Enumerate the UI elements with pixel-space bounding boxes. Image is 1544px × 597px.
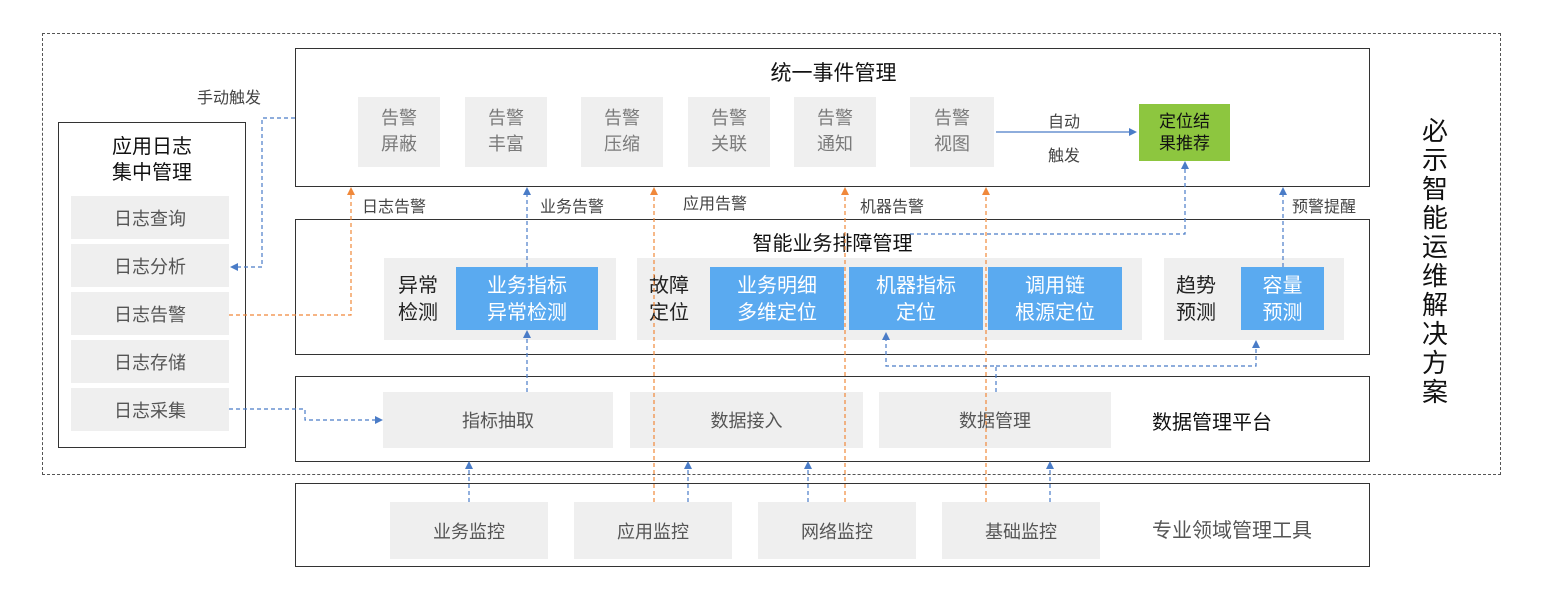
event-management-title: 统一事件管理 xyxy=(770,61,897,85)
troubleshoot-title: 智能业务排障管理 xyxy=(752,231,913,255)
auto-label: 自动 xyxy=(1048,112,1081,131)
biz-monitor-block[interactable]: 业务监控 xyxy=(390,502,548,559)
log-alert-item[interactable]: 日志告警 xyxy=(71,292,229,335)
call-chain-root-block[interactable]: 调用链 根源定位 xyxy=(988,267,1122,330)
data-manage-block[interactable]: 数据管理 xyxy=(879,392,1111,448)
log-collect-line xyxy=(229,408,383,424)
network-monitor-block[interactable]: 网络监控 xyxy=(758,502,916,559)
log-storage-item[interactable]: 日志存储 xyxy=(71,340,229,383)
log-collect-item[interactable]: 日志采集 xyxy=(71,388,229,431)
locate-result-recommend-block[interactable]: 定位结 果推荐 xyxy=(1139,104,1230,161)
log-alert-line xyxy=(229,187,355,316)
data-platform-title: 数据管理平台 xyxy=(1152,410,1272,434)
machine-alert-label: 机器告警 xyxy=(860,197,925,216)
log-alert-label: 日志告警 xyxy=(362,197,427,216)
early-warning-label: 预警提醒 xyxy=(1292,197,1357,216)
capacity-forecast-block[interactable]: 容量 预测 xyxy=(1241,267,1324,330)
log-analysis-item[interactable]: 日志分析 xyxy=(71,244,229,287)
manual-trigger-label: 手动触发 xyxy=(197,88,262,107)
solution-frame xyxy=(42,33,1501,475)
solution-title: 必示智能运维解决方案 xyxy=(1421,117,1448,408)
data-to-capacity-line xyxy=(996,340,1260,367)
log-management-title: 应用日志 集中管理 xyxy=(112,134,192,184)
app-alert-label: 应用告警 xyxy=(683,194,748,213)
alert-view-block[interactable]: 告警 视图 xyxy=(910,97,994,167)
alert-notify-block[interactable]: 告警 通知 xyxy=(794,97,876,167)
biz-metric-anomaly-block[interactable]: 业务指标 异常检测 xyxy=(456,267,598,330)
manual-trigger-line xyxy=(230,117,295,271)
infra-monitor-block[interactable]: 基础监控 xyxy=(942,502,1100,559)
trigger-label: 触发 xyxy=(1048,146,1081,165)
anomaly-detection-label: 异常 检测 xyxy=(398,273,438,324)
alert-mask-block[interactable]: 告警 屏蔽 xyxy=(358,97,440,167)
log-query-item[interactable]: 日志查询 xyxy=(71,196,229,239)
alert-correlate-block[interactable]: 告警 关联 xyxy=(688,97,770,167)
domain-tools-title: 专业领域管理工具 xyxy=(1152,518,1312,542)
alert-enrich-block[interactable]: 告警 丰富 xyxy=(465,97,547,167)
fault-location-label: 故障 定位 xyxy=(649,273,689,324)
biz-detail-multidim-block[interactable]: 业务明细 多维定位 xyxy=(710,267,844,330)
alert-compress-block[interactable]: 告警 压缩 xyxy=(581,97,663,167)
biz-alert-label: 业务告警 xyxy=(540,197,605,216)
metric-extract-block[interactable]: 指标抽取 xyxy=(383,392,613,448)
troubleshoot-to-locate-line xyxy=(910,161,1189,235)
machine-metric-locate-block[interactable]: 机器指标 定位 xyxy=(849,267,983,330)
app-monitor-block[interactable]: 应用监控 xyxy=(574,502,732,559)
data-ingest-block[interactable]: 数据接入 xyxy=(630,392,863,448)
trend-forecast-label: 趋势 预测 xyxy=(1176,273,1216,324)
data-to-analysis-line xyxy=(882,332,997,392)
